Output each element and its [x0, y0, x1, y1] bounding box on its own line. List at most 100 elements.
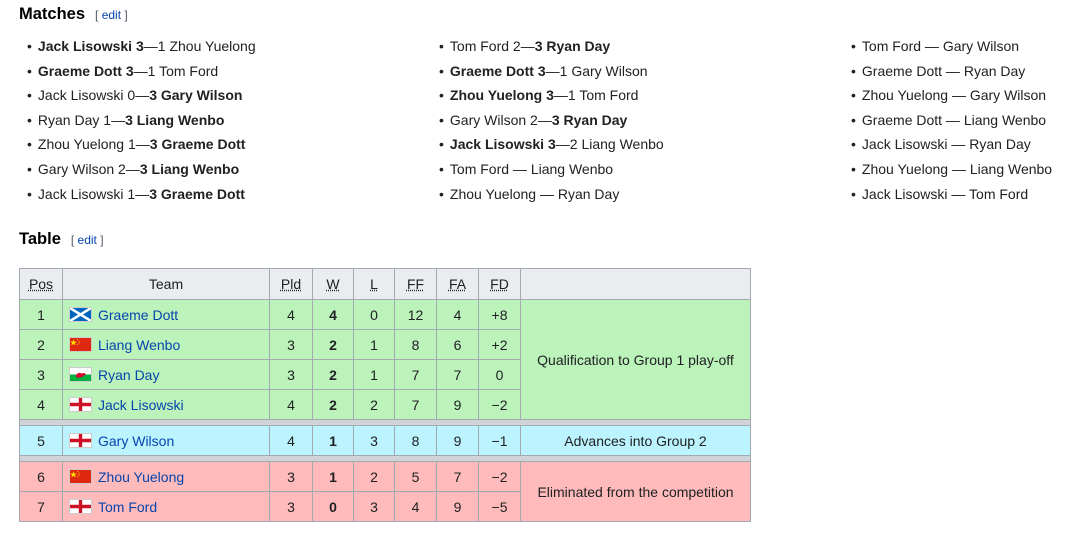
player-2: Liang Wenbo — [581, 136, 664, 153]
score-2: 1 — [567, 87, 576, 104]
matches-column-3: Tom Ford — Gary WilsonGraeme Dott — Ryan… — [851, 36, 1052, 208]
cell-fa: 6 — [436, 329, 479, 360]
score-2: 3 — [149, 87, 157, 104]
cell-w: 2 — [312, 389, 354, 420]
match-item: Graeme Dott 3—1 Tom Ford — [27, 61, 256, 86]
player-2: Ryan Day — [557, 185, 620, 202]
score-2: 1 — [559, 62, 568, 79]
player-2: Gary Wilson — [160, 87, 243, 104]
cell-fa: 9 — [436, 425, 479, 456]
match-item: Graeme Dott — Liang Wenbo — [851, 110, 1052, 135]
cell-w: 2 — [312, 329, 354, 360]
cell-ff: 7 — [394, 389, 437, 420]
table-edit-section: [ edit ] — [70, 233, 104, 247]
cell-fd: +8 — [478, 299, 521, 330]
player-1: Jack Lisowski — [37, 185, 124, 202]
score-2: 3 — [139, 160, 148, 177]
player-1: Tom Ford — [449, 160, 510, 177]
player-1: Tom Ford — [449, 38, 510, 54]
match-item: Graeme Dott — Ryan Day — [851, 61, 1052, 86]
matches-column-2: Tom Ford 2—3 Ryan DayGraeme Dott 3—1 Gar… — [439, 36, 664, 208]
player-1: Gary Wilson — [37, 160, 115, 177]
player-2: Gary Wilson — [571, 62, 648, 79]
player-2: Liang Wenbo — [530, 160, 614, 177]
score-1: 3 — [547, 136, 556, 153]
cell-w: 1 — [312, 425, 354, 456]
header-w[interactable]: W — [312, 268, 354, 300]
match-item: Tom Ford — Gary Wilson — [851, 36, 1052, 61]
score-1: 1 — [103, 111, 112, 128]
header-l[interactable]: L — [353, 268, 395, 300]
cell-team: Zhou Yuelong — [62, 461, 270, 492]
cell-l: 2 — [353, 461, 395, 492]
score-2: 3 — [125, 111, 133, 128]
cell-fd: +2 — [478, 329, 521, 360]
cell-pos: 4 — [19, 389, 63, 420]
cell-team: Ryan Day — [62, 359, 270, 390]
cell-qualification: Eliminated from the competition — [520, 461, 751, 522]
score-1: 3 — [125, 62, 134, 79]
table-edit-link[interactable]: edit — [77, 233, 97, 247]
cell-w: 4 — [312, 299, 354, 330]
header-qualification — [520, 268, 751, 300]
cell-pld: 4 — [269, 425, 313, 456]
cell-ff: 12 — [394, 299, 437, 330]
player-2: Ryan Day — [546, 38, 611, 54]
player-link[interactable]: Jack Lisowski — [98, 396, 184, 413]
match-item: Jack Lisowski 0—3 Gary Wilson — [27, 85, 256, 110]
score-2: 2 — [569, 136, 578, 153]
matches-column-1: Jack Lisowski 3—1 Zhou YuelongGraeme Dot… — [27, 36, 256, 208]
player-link[interactable]: Graeme Dott — [98, 306, 179, 323]
header-fd[interactable]: FD — [478, 268, 521, 300]
header-pld[interactable]: Pld — [269, 268, 313, 300]
matches-edit-link[interactable]: edit — [101, 8, 122, 22]
player-2: Liang Wenbo — [969, 160, 1053, 177]
cell-fa: 9 — [436, 389, 479, 420]
cell-w: 2 — [312, 359, 354, 390]
cell-ff: 8 — [394, 329, 437, 360]
score-2: 3 — [149, 185, 157, 202]
cell-fd: −2 — [478, 461, 521, 492]
player-2: Ryan Day — [563, 111, 628, 128]
score-2: 3 — [551, 111, 560, 128]
cell-team: Liang Wenbo — [62, 329, 270, 360]
player-link[interactable]: Tom Ford — [98, 498, 158, 515]
england-flag-icon — [69, 498, 92, 514]
cell-fd: −5 — [478, 491, 521, 522]
china-flag-icon — [69, 468, 92, 484]
match-item: Zhou Yuelong — Ryan Day — [439, 184, 664, 209]
match-item: Jack Lisowski — Tom Ford — [851, 184, 1052, 209]
player-link[interactable]: Ryan Day — [98, 366, 160, 383]
player-2: Graeme Dott — [161, 136, 246, 153]
matches-title: Matches — [19, 5, 86, 23]
match-item: Jack Lisowski 3—1 Zhou Yuelong — [27, 36, 256, 61]
player-link[interactable]: Liang Wenbo — [98, 336, 181, 353]
score-1: 3 — [537, 62, 546, 79]
cell-team: Jack Lisowski — [62, 389, 270, 420]
match-item: Zhou Yuelong — Gary Wilson — [851, 85, 1052, 110]
score-2: 1 — [157, 38, 166, 54]
match-item: Jack Lisowski 1—3 Graeme Dott — [27, 184, 256, 209]
cell-l: 1 — [353, 359, 395, 390]
england-flag-icon — [69, 432, 92, 448]
china-flag-icon — [69, 336, 92, 352]
scotland-flag-icon — [69, 306, 92, 322]
match-item: Zhou Yuelong 1—3 Graeme Dott — [27, 134, 256, 159]
cell-pld: 3 — [269, 329, 313, 360]
header-fa[interactable]: FA — [436, 268, 479, 300]
player-1: Ryan Day — [37, 111, 100, 128]
cell-l: 0 — [353, 299, 395, 330]
header-ff[interactable]: FF — [394, 268, 437, 300]
match-item: Jack Lisowski 3—2 Liang Wenbo — [439, 134, 664, 159]
wales-flag-icon — [69, 366, 92, 382]
player-link[interactable]: Zhou Yuelong — [98, 468, 185, 485]
player-link[interactable]: Gary Wilson — [98, 432, 175, 449]
header-pos[interactable]: Pos — [19, 268, 63, 300]
player-1: Zhou Yuelong — [861, 160, 949, 177]
